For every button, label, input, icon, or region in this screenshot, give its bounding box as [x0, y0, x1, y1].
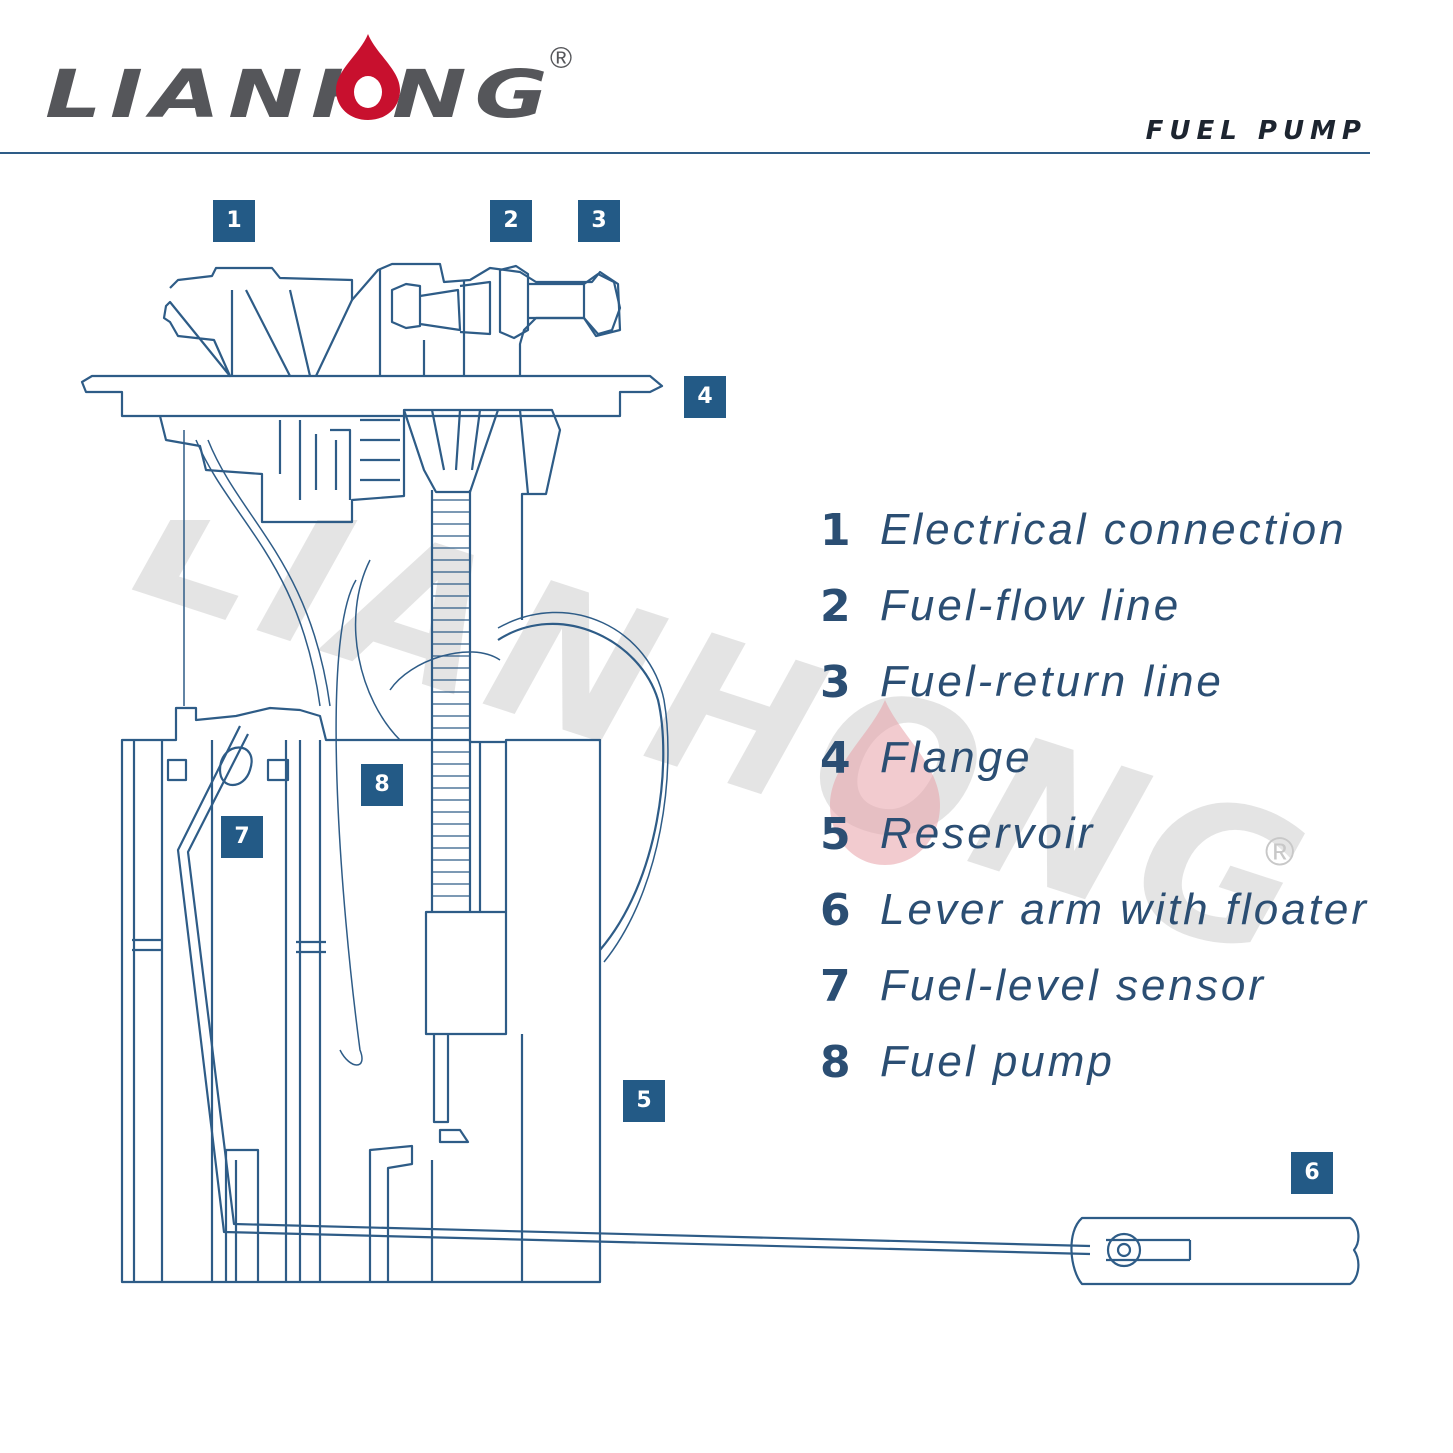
logo-text-right: NG: [392, 56, 556, 133]
legend-item: 5 Reservoir: [820, 796, 1440, 872]
fuel-flow-line: [390, 280, 492, 336]
legend-number: 4: [820, 732, 851, 784]
wiring: [183, 430, 501, 1066]
legend-label: Fuel-return line: [880, 657, 1224, 706]
legend-number: 3: [820, 656, 851, 708]
legend-label: Fuel-flow line: [880, 581, 1182, 630]
fuel-level-sensor: [166, 746, 290, 786]
floater: [1070, 1216, 1360, 1286]
legend-item: 1 Electrical connection: [820, 492, 1440, 568]
legend-item: 6 Lever arm with floater: [820, 872, 1440, 948]
fuel-pump: [424, 910, 508, 1144]
callout-5: 5: [623, 1080, 665, 1122]
parts-legend: 1 Electrical connection 2 Fuel-flow line…: [820, 492, 1440, 1100]
legend-item: 2 Fuel-flow line: [820, 568, 1440, 644]
logo-text-left: LIANH: [45, 56, 394, 133]
callout-2: 2: [490, 200, 532, 242]
flange: [80, 374, 664, 418]
flame-drop-icon: [336, 34, 400, 120]
legend-label: Electrical connection: [880, 505, 1347, 554]
corrugated-rod: [430, 490, 472, 912]
reservoir: [120, 706, 602, 1284]
page-subtitle: FUEL PUMP: [1145, 116, 1367, 146]
header-divider: [0, 152, 1370, 154]
callout-6: 6: [1291, 1152, 1333, 1194]
legend-number: 5: [820, 808, 851, 860]
legend-label: Lever arm with floater: [880, 885, 1370, 934]
brand-logo: LIANH NG ®: [40, 30, 600, 140]
legend-number: 2: [820, 580, 851, 632]
callout-4: 4: [684, 376, 726, 418]
rod-ridges: [432, 499, 470, 897]
legend-item: 4 Flange: [820, 720, 1440, 796]
legend-label: Fuel pump: [880, 1037, 1115, 1086]
legend-number: 8: [820, 1036, 851, 1088]
fuel-return-line: [498, 264, 622, 340]
legend-number: 7: [820, 960, 851, 1012]
registered-mark: ®: [550, 42, 573, 75]
callout-1: 1: [213, 200, 255, 242]
legend-label: Fuel-level sensor: [880, 961, 1267, 1010]
legend-label: Flange: [880, 733, 1033, 782]
lever-arm: [176, 725, 1091, 1256]
legend-item: 8 Fuel pump: [820, 1024, 1440, 1100]
legend-item: 7 Fuel-level sensor: [820, 948, 1440, 1024]
legend-number: 6: [820, 884, 851, 936]
legend-item: 3 Fuel-return line: [820, 644, 1440, 720]
legend-label: Reservoir: [880, 809, 1096, 858]
legend-number: 1: [820, 504, 851, 556]
callout-7: 7: [221, 816, 263, 858]
callout-3: 3: [578, 200, 620, 242]
callout-8: 8: [361, 764, 403, 806]
return-hose: [497, 622, 665, 951]
